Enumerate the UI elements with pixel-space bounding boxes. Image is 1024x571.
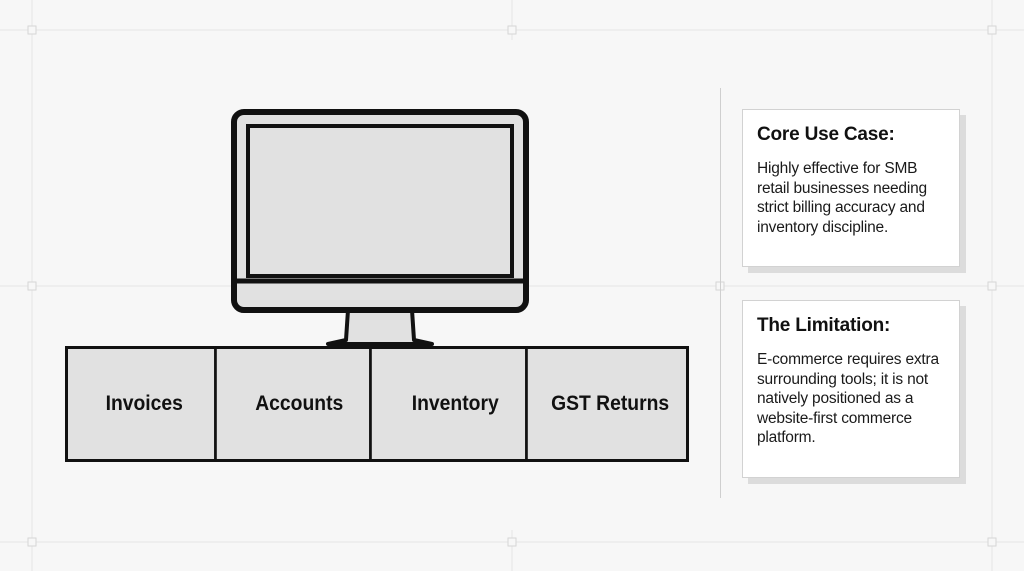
- monitor-icon: [231, 109, 529, 346]
- module-accounts: Accounts: [229, 349, 373, 459]
- card-body: E-commerce requires extra surrounding to…: [757, 351, 939, 446]
- card-body: Highly effective for SMB retail business…: [757, 160, 927, 236]
- card-heading: Core Use Case:: [757, 124, 895, 145]
- module-invoices: Invoices: [74, 349, 218, 459]
- card-heading: The Limitation:: [757, 315, 891, 336]
- vertical-divider: [720, 88, 721, 498]
- core-use-case-card: Core Use Case: Highly effective for SMB …: [742, 109, 960, 267]
- limitation-card: The Limitation: E-commerce requires extr…: [742, 300, 960, 478]
- module-row: Invoices Accounts Inventory GST Returns: [65, 346, 689, 462]
- module-gst-returns: GST Returns: [550, 392, 669, 415]
- module-inventory: Inventory: [385, 349, 528, 459]
